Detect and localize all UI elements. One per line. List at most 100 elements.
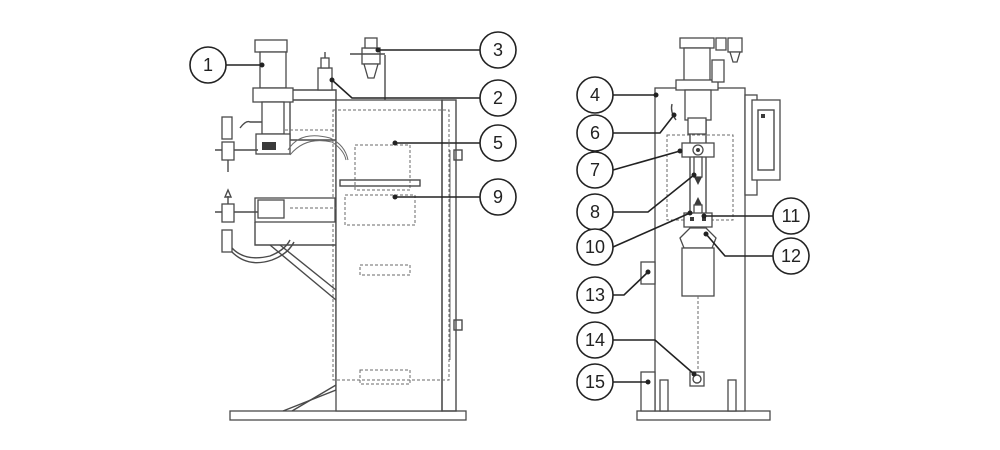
callout-circle-3 — [479, 31, 517, 69]
front-lower-holder — [683, 212, 713, 228]
callout-label-14: 14 — [585, 330, 605, 350]
callout-circle-9 — [479, 178, 517, 216]
callout-label-15: 15 — [585, 372, 605, 392]
leader-dot-5 — [392, 140, 398, 146]
callout-label-12: 12 — [781, 246, 801, 266]
callout-5: 5 — [479, 124, 517, 162]
callout-8: 8 — [576, 193, 614, 231]
callout-label-7: 7 — [590, 160, 600, 180]
side-regulator-bowl — [363, 63, 379, 79]
callout-15: 15 — [576, 363, 614, 401]
callout-label-13: 13 — [585, 285, 605, 305]
front-control-indicator — [761, 114, 765, 118]
front-cylinder-cap — [679, 37, 715, 49]
front-valve-top — [715, 37, 727, 51]
leader-2 — [331, 79, 480, 99]
callout-circle-10 — [576, 228, 614, 266]
front-view — [636, 37, 781, 421]
side-valve-top — [320, 57, 330, 69]
side-top-housing — [289, 89, 337, 100]
leader-8 — [613, 174, 695, 213]
callout-13: 13 — [576, 276, 614, 314]
leader-dot-10 — [687, 210, 693, 216]
side-hinge-top — [453, 149, 463, 161]
callout-circle-11 — [772, 197, 810, 235]
side-lower-head — [257, 199, 285, 219]
front-lower-holder-bolt-l — [690, 217, 694, 221]
callouts: 1 2 3 4 5 6 7 8 — [189, 31, 810, 401]
side-hinge-bottom — [453, 319, 463, 331]
side-upper-cable — [239, 120, 262, 129]
callout-10: 10 — [576, 228, 614, 266]
front-hose-upper — [670, 103, 677, 121]
leader-dot-7 — [677, 148, 683, 154]
callout-label-11: 11 — [782, 206, 801, 226]
front-upper-head — [687, 117, 707, 135]
front-inner-frame — [666, 134, 734, 221]
callout-label-1: 1 — [203, 55, 213, 75]
side-main-body — [335, 99, 443, 412]
front-lower-arm-body — [681, 247, 715, 297]
front-solenoid — [711, 59, 725, 83]
side-lower-bracket — [254, 222, 336, 246]
leader-dot-3 — [375, 47, 381, 53]
leader-dot-14 — [691, 371, 697, 377]
callout-label-2: 2 — [493, 88, 503, 108]
callout-9: 9 — [479, 178, 517, 216]
leader-dot-11 — [701, 213, 707, 219]
side-transformer-plate — [339, 179, 421, 187]
callout-14: 14 — [576, 321, 614, 359]
callout-circle-14 — [576, 321, 614, 359]
side-lower-brace-2 — [279, 244, 337, 291]
side-lower-tip-point — [223, 188, 233, 198]
side-base-plate — [229, 410, 467, 421]
callout-circle-15 — [576, 363, 614, 401]
front-side-bracket — [640, 371, 656, 412]
callout-label-3: 3 — [493, 40, 503, 60]
front-lower-electrode-tip — [694, 197, 702, 205]
callout-label-10: 10 — [585, 237, 605, 257]
leader-dot-15 — [645, 379, 651, 385]
leader-13 — [613, 271, 649, 296]
callout-label-9: 9 — [493, 187, 503, 207]
leader-14 — [613, 339, 695, 375]
callout-circle-13 — [576, 276, 614, 314]
side-cylinder-cap — [254, 39, 288, 53]
side-upper-connector — [221, 116, 233, 140]
callout-4: 4 — [576, 76, 614, 114]
callout-circle-12 — [772, 237, 810, 275]
front-base-plate — [636, 410, 771, 421]
side-hose-upper-2 — [289, 140, 347, 161]
side-lower-unit — [344, 194, 416, 226]
callout-circle-2 — [479, 79, 517, 117]
side-lower-holder — [221, 203, 235, 223]
front-lower-holder-bolt-r — [702, 217, 706, 221]
callout-circle-7 — [576, 151, 614, 189]
leader-12 — [705, 233, 773, 257]
side-upper-holder — [221, 141, 235, 161]
side-lower-cable-2 — [231, 241, 295, 264]
side-transformer — [354, 144, 411, 191]
side-lower-connector — [221, 229, 233, 253]
callout-circle-6 — [576, 114, 614, 152]
leader-dot-9 — [392, 194, 398, 200]
callout-2: 2 — [479, 79, 517, 117]
callout-label-6: 6 — [590, 123, 600, 143]
front-foot-right — [727, 379, 737, 412]
callout-6: 6 — [576, 114, 614, 152]
leader-dot-8 — [691, 172, 697, 178]
side-rear-strut-inner — [291, 384, 337, 412]
front-pedal-pivot — [692, 374, 702, 384]
side-upper-clamp — [262, 142, 276, 150]
side-cylinder-flange — [252, 87, 294, 103]
leader-6 — [613, 114, 675, 134]
front-control-panel — [757, 109, 775, 171]
leader-dot-13 — [645, 269, 651, 275]
callout-circle-5 — [479, 124, 517, 162]
side-hose-upper — [287, 135, 349, 161]
callout-3: 3 — [479, 31, 517, 69]
callout-12: 12 — [772, 237, 810, 275]
callout-circle-4 — [576, 76, 614, 114]
